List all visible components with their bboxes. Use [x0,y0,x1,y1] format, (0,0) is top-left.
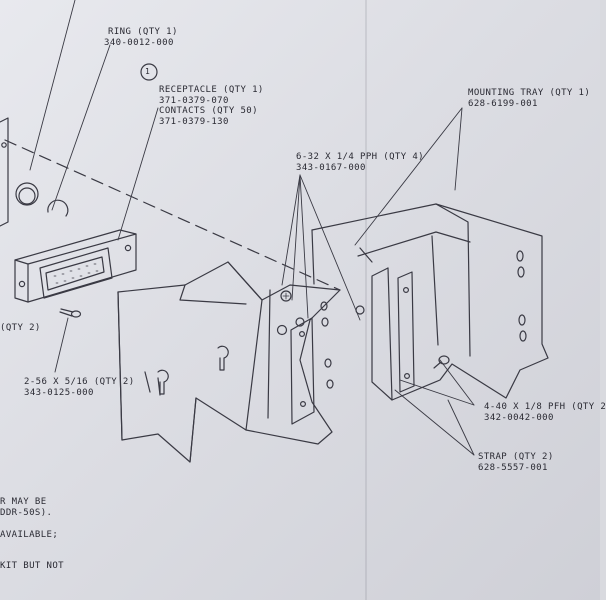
mounting-tray-part-number: 628-6199-001 [468,99,538,109]
screw-6-32-label: 6-32 X 1/4 PPH (QTY 4) [296,152,425,162]
screw-2-56 [59,308,82,318]
screw-4-40 [433,355,450,369]
note-line-3: AVAILABLE; [0,530,59,540]
ring-label: RING (QTY 1) [108,27,178,37]
receptacle-label: RECEPTACLE (QTY 1) [159,85,264,95]
screw-4-40-part-number: 342-0042-000 [484,413,554,423]
strap-right [397,271,415,393]
screw-4-40-label: 4-40 X 1/8 PFH (QTY 2 [484,402,606,412]
mounting-tray [311,203,549,401]
leader-lines [29,0,475,456]
note-line-2: DDR-50S). [0,508,53,518]
strap-part-number: 628-5557-001 [478,463,548,473]
screw-6-32-part-number: 343-0167-000 [296,163,366,173]
tray-front-half [117,261,341,463]
ring-part-number: 340-0012-000 [104,38,174,48]
screw-2-56-part-number: 343-0125-000 [24,388,94,398]
receptacle-part-number: 371-0379-070 [159,96,229,106]
note-line-4: KIT BUT NOT [0,561,65,571]
contacts-part-number: 371-0379-130 [159,117,229,127]
note-marker-number: 1 [145,67,151,76]
paper-fold [365,0,367,600]
alignment-dash-line [4,139,341,291]
strap-label: STRAP (QTY 2) [478,452,554,462]
note-marker-circle [140,63,158,81]
screw-2-56-label: 2-56 X 5/16 (QTY 2) [24,377,135,387]
ring-part [15,182,39,206]
retaining-clip [47,199,69,217]
contacts-label: CONTACTS (QTY 50) [159,106,258,116]
strap-left [290,317,315,425]
note-line-1: R MAY BE [0,497,47,507]
qty-2-label: (QTY 2) [0,323,41,333]
mounting-tray-label: MOUNTING TRAY (QTY 1) [468,88,591,98]
left-bracket [0,117,9,227]
receptacle-connector [14,229,137,303]
